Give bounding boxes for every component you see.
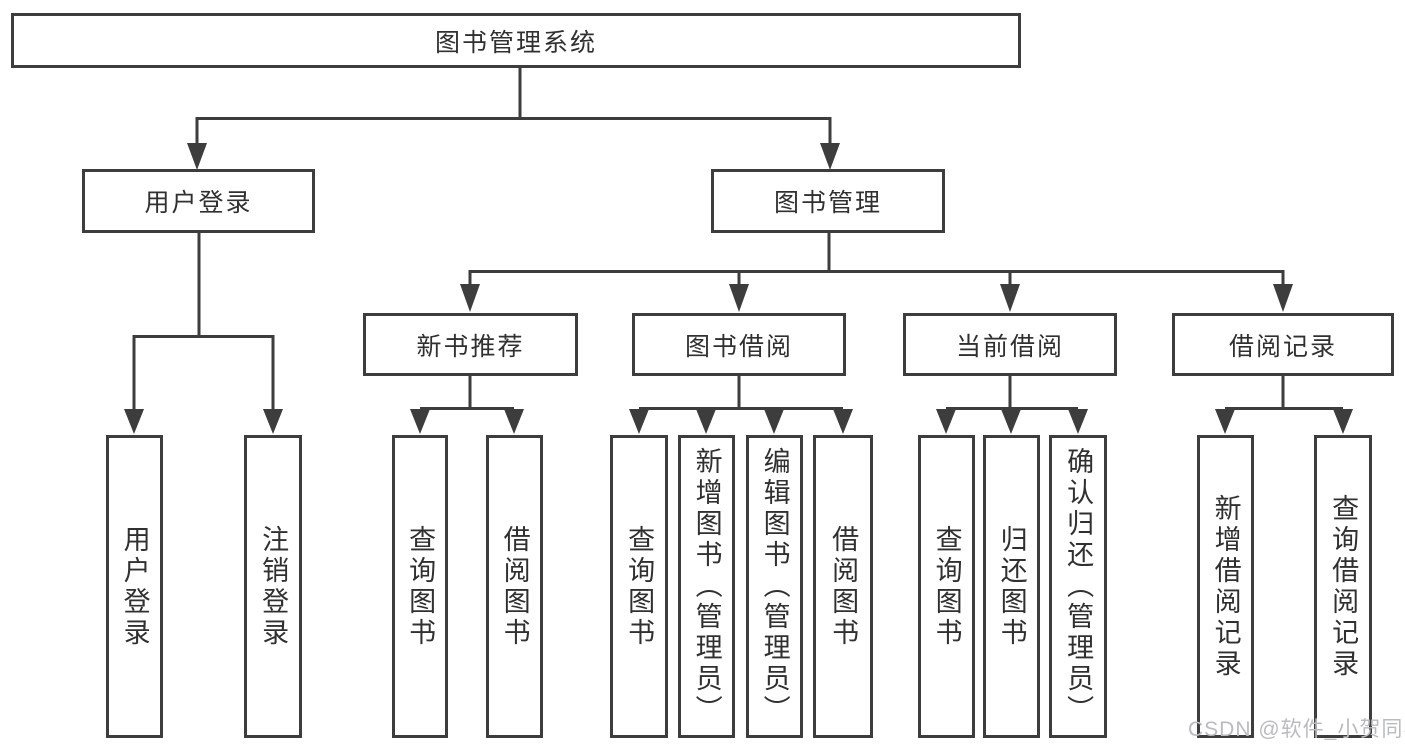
leaf-query-borrow-record: 查询借阅记录: [1314, 435, 1372, 738]
arrowheads: [124, 143, 1353, 434]
node-current-borrowing: 当前借阅: [903, 313, 1117, 376]
leaf-query-books-recommend-label: 查询图书: [405, 524, 436, 649]
leaf-query-books-borrowing: 查询图书: [610, 435, 668, 738]
leaf-query-books-current-label: 查询图书: [931, 524, 962, 649]
leaf-return-books: 归还图书: [983, 435, 1040, 738]
node-new-book-recommendation: 新书推荐: [363, 313, 578, 376]
node-user-login-label: 用户登录: [144, 189, 253, 217]
leaf-borrow-books-borrowing-label: 借阅图书: [828, 524, 859, 649]
node-borrowing-records: 借阅记录: [1172, 313, 1394, 376]
node-user-login: 用户登录: [82, 169, 315, 233]
node-book-borrowing: 图书借阅: [632, 313, 846, 376]
leaf-logout-label: 注销登录: [258, 524, 289, 649]
leaf-add-books-admin: 新增图书（管理员）: [678, 435, 735, 738]
leaf-query-books-borrowing-label: 查询图书: [624, 524, 655, 649]
node-borrowing-records-label: 借阅记录: [1228, 332, 1337, 361]
leaf-return-books-label: 归还图书: [996, 524, 1027, 649]
node-book-borrowing-label: 图书借阅: [684, 332, 793, 361]
leaf-confirm-return-admin: 确认归还（管理员）: [1049, 435, 1107, 738]
node-new-book-recommendation-label: 新书推荐: [416, 332, 525, 361]
node-book-management-label: 图书管理: [773, 189, 882, 217]
leaf-edit-books-admin: 编辑图书（管理员）: [746, 435, 803, 738]
leaf-add-borrow-record: 新增借阅记录: [1197, 435, 1254, 738]
leaf-user-login: 用户登录: [106, 435, 163, 738]
leaf-query-books-current: 查询图书: [918, 435, 975, 738]
leaf-edit-books-admin-label: 编辑图书（管理员）: [759, 447, 790, 726]
leaf-add-borrow-record-label: 新增借阅记录: [1210, 493, 1241, 680]
leaf-borrow-books-recommend: 借阅图书: [486, 435, 543, 738]
leaf-user-login-label: 用户登录: [119, 524, 150, 649]
leaf-borrow-books-borrowing: 借阅图书: [813, 435, 873, 738]
csdn-watermark: CSDN @软件_小贺同学: [1188, 718, 1405, 741]
leaf-borrow-books-recommend-label: 借阅图书: [499, 524, 530, 649]
leaf-query-books-recommend: 查询图书: [392, 435, 448, 738]
leaf-add-books-admin-label: 新增图书（管理员）: [691, 447, 722, 726]
node-book-management: 图书管理: [711, 169, 945, 233]
node-root: 图书管理系统: [11, 13, 1021, 68]
leaf-query-borrow-record-label: 查询借阅记录: [1328, 493, 1359, 680]
leaf-confirm-return-admin-label: 确认归还（管理员）: [1063, 447, 1094, 726]
node-current-borrowing-label: 当前借阅: [955, 332, 1064, 361]
leaf-logout: 注销登录: [244, 435, 302, 738]
node-root-label: 图书管理系统: [434, 28, 597, 57]
